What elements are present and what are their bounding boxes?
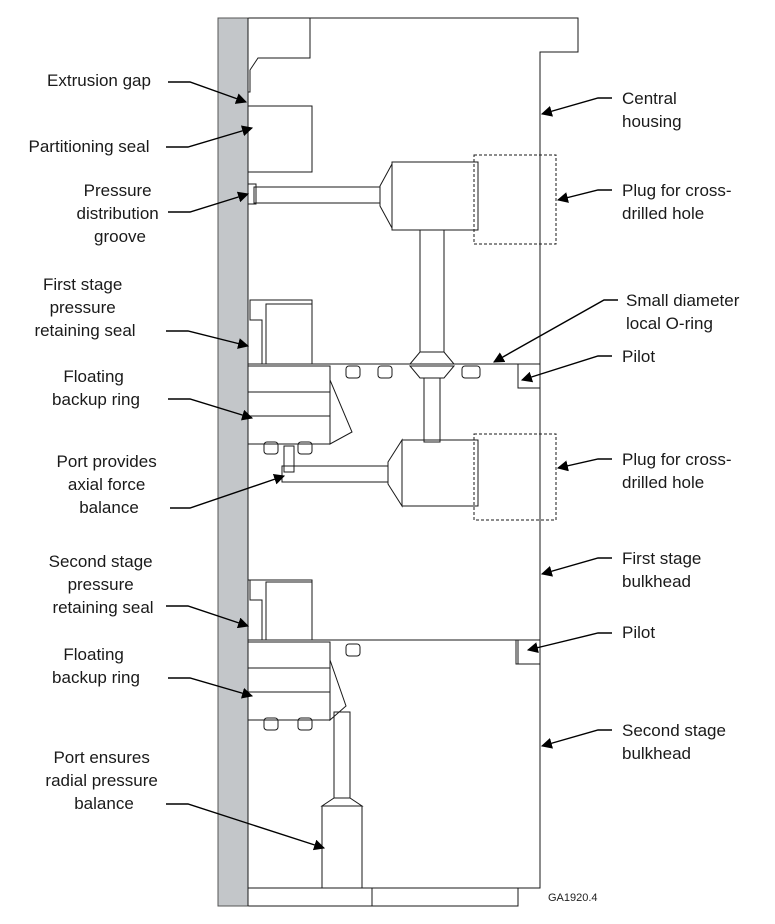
floating-backup-ring-1 (247, 365, 331, 445)
leader-small-oring (493, 299, 618, 363)
radial-port-cone (320, 797, 364, 807)
leader-partitioning-seal (166, 125, 254, 148)
first-stage-seal-housing (249, 299, 313, 365)
second-stage-seal (265, 581, 313, 641)
upper-vertical-bore (419, 229, 445, 353)
cyan-horizontal-bore (281, 465, 389, 483)
mandrel (217, 17, 249, 907)
label-second-stage-bulkhead: Second stage bulkhead (622, 721, 731, 763)
backup-ring-1-bevel (329, 379, 353, 445)
label-partitioning-seal: Partitioning seal (29, 137, 150, 156)
upper-bore-cone (379, 163, 393, 229)
leader-second-stage-bulkhead (540, 729, 612, 749)
leader-first-stage-bulkhead (540, 557, 612, 577)
cyan-vertical-bore (423, 377, 441, 443)
first-stage-bulkhead (247, 363, 541, 641)
second-stage-bulkhead (247, 639, 541, 889)
small-o-ring-2a (345, 643, 361, 657)
label-pilot-upper: Pilot (622, 347, 655, 366)
small-o-ring-1a (345, 365, 361, 379)
central-housing-part (239, 17, 579, 365)
small-o-ring-2c (297, 717, 313, 731)
bottom-blue-part (239, 887, 373, 907)
axial-balance-port (283, 445, 295, 473)
cyan-bore-cone (387, 438, 403, 508)
label-pilot-lower: Pilot (622, 623, 655, 642)
label-plug-lower: Plug for cross- drilled hole (622, 450, 736, 492)
leader-first-stage-seal (166, 330, 250, 349)
leader-port-radial (166, 803, 326, 851)
leader-backup-ring-1 (168, 398, 254, 421)
small-o-ring-1d (263, 441, 279, 455)
label-extrusion-gap: Extrusion gap (47, 71, 151, 90)
small-o-ring-1b (377, 365, 393, 379)
leader-extrusion-gap (168, 81, 248, 104)
label-port-radial: Port ensures radial pressure balance (45, 748, 162, 813)
small-o-ring-1c (461, 365, 481, 379)
label-small-oring: Small diameter local O-ring (626, 291, 744, 333)
label-central-housing: Central housing (622, 89, 682, 131)
label-first-stage-retaining-seal: First stage pressure retaining seal (34, 275, 135, 340)
small-o-ring-2b (263, 717, 279, 731)
label-floating-backup-ring-1: Floating backup ring (52, 367, 140, 409)
leader-plug-upper (556, 189, 612, 203)
leader-central-housing (540, 97, 612, 117)
plug-upper (473, 154, 557, 245)
cyan-upper-cone (408, 365, 456, 379)
upper-vertical-cone (408, 351, 456, 365)
floating-backup-ring-2 (247, 641, 331, 721)
backup-ring-2-bevel (329, 659, 347, 722)
radial-port-wide (321, 805, 363, 889)
label-plug-upper: Plug for cross- drilled hole (622, 181, 736, 223)
label-first-stage-bulkhead: First stage bulkhead (622, 549, 706, 591)
label-pressure-distribution-groove: Pressure distribution groove (77, 181, 164, 246)
label-floating-backup-ring-2: Floating backup ring (52, 645, 140, 687)
orange-top-part (239, 17, 311, 93)
label-second-stage-retaining-seal: Second stage pressure retaining seal (49, 552, 158, 617)
figure-reference: GA1920.4 (548, 892, 598, 904)
upper-counterbore (391, 161, 479, 231)
leader-pilot-lower (526, 632, 612, 654)
leader-port-axial (170, 473, 286, 509)
leader-pressure-groove (168, 191, 250, 213)
leader-second-stage-seal (166, 605, 250, 629)
radial-port-narrow (333, 711, 351, 799)
second-stage-seal-housing (249, 579, 313, 641)
cyan-counterbore (401, 439, 479, 507)
upper-horizontal-bore (253, 186, 381, 204)
partitioning-seal (247, 105, 313, 173)
pilot-upper (517, 363, 541, 389)
bottom-cyan-part (371, 887, 519, 907)
leader-pilot-upper (520, 355, 612, 383)
leader-plug-lower (556, 458, 612, 472)
pilot-lower (517, 639, 541, 665)
plug-lower (473, 433, 557, 521)
central-housing (239, 17, 579, 365)
label-port-axial: Port provides axial force balance (57, 452, 162, 517)
leader-backup-ring-2 (168, 677, 254, 699)
small-o-ring-1e (297, 441, 313, 455)
first-stage-seal (265, 303, 313, 365)
